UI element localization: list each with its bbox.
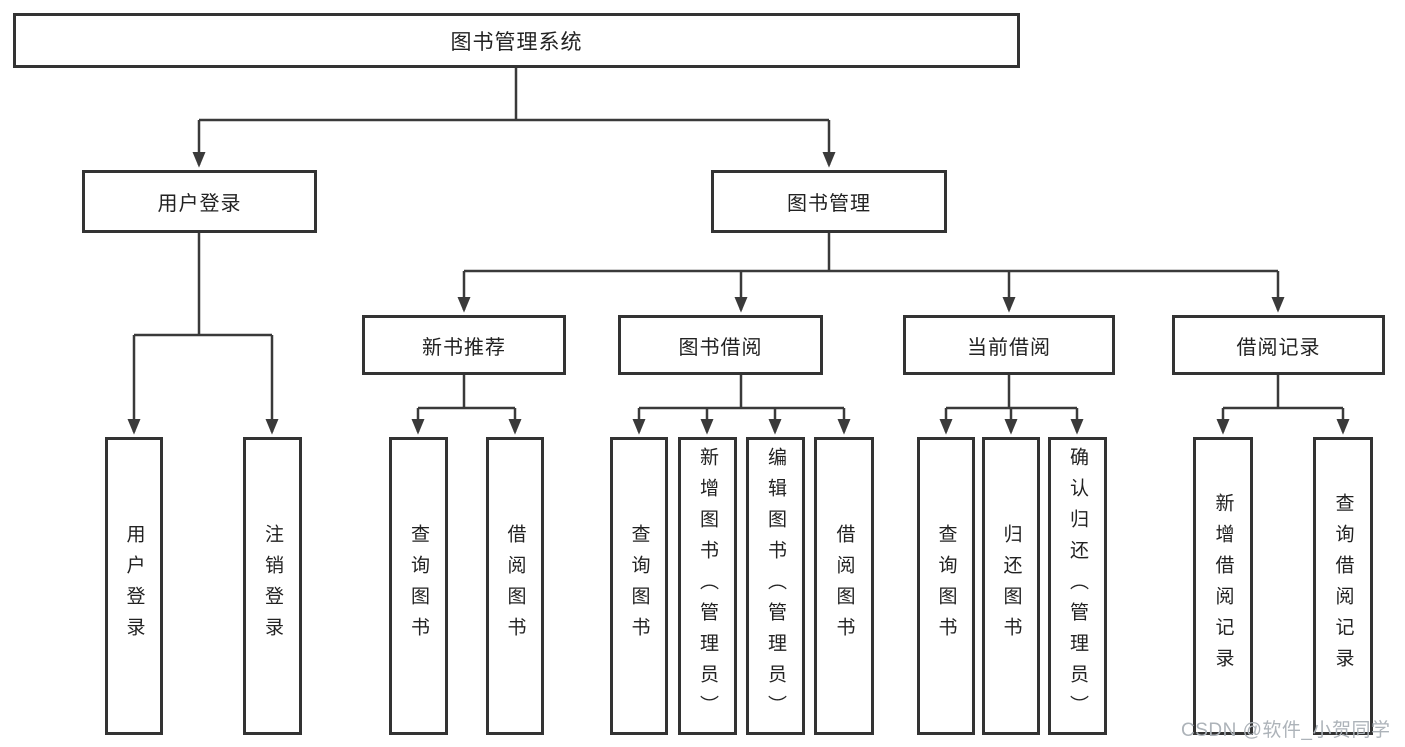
leaf-cb-return-books: 归还图书 bbox=[982, 437, 1040, 735]
leaf-bb-borrow-books-label: 借阅图书 bbox=[833, 524, 855, 648]
leaf-br-add-record-label: 新增借阅记录 bbox=[1212, 493, 1234, 679]
leaf-user-login-label: 用户登录 bbox=[123, 524, 145, 648]
edge-record-split bbox=[1223, 375, 1343, 410]
node-borrow-record-label: 借阅记录 bbox=[1236, 336, 1321, 359]
leaf-nb-query-books-label: 查询图书 bbox=[408, 524, 429, 648]
node-user-login-label: 用户登录 bbox=[157, 193, 242, 215]
node-book-management: 图书管理 bbox=[711, 170, 947, 233]
leaf-br-query-record: 查询借阅记录 bbox=[1313, 437, 1373, 735]
edge-user-login-split bbox=[134, 233, 272, 337]
node-book-borrow-label: 图书借阅 bbox=[678, 336, 763, 359]
node-borrow-record: 借阅记录 bbox=[1172, 315, 1385, 375]
leaf-bb-add-books-admin: 新增图书（管理员） bbox=[678, 437, 737, 735]
node-book-management-label: 图书管理 bbox=[787, 193, 871, 215]
leaf-cb-query-books-label: 查询图书 bbox=[935, 524, 957, 648]
leaf-bb-borrow-books: 借阅图书 bbox=[814, 437, 874, 735]
node-new-book-recommend: 新书推荐 bbox=[362, 315, 566, 375]
leaf-br-add-record: 新增借阅记录 bbox=[1193, 437, 1253, 735]
edge-book-mgmt-split bbox=[464, 233, 1278, 273]
leaf-nb-query-books: 查询图书 bbox=[389, 437, 448, 735]
leaf-nb-borrow-books-label: 借阅图书 bbox=[504, 524, 526, 648]
node-current-borrow: 当前借阅 bbox=[903, 315, 1115, 375]
node-current-borrow-label: 当前借阅 bbox=[967, 336, 1051, 359]
leaf-bb-query-books: 查询图书 bbox=[610, 437, 668, 735]
leaf-bb-edit-books-admin-label: 编辑图书（管理员） bbox=[765, 446, 786, 726]
leaf-cb-return-books-label: 归还图书 bbox=[1000, 524, 1022, 648]
edge-new-book-split bbox=[418, 375, 515, 410]
leaf-cb-query-books: 查询图书 bbox=[917, 437, 975, 735]
leaf-cb-confirm-return-admin-label: 确认归还（管理员） bbox=[1067, 446, 1088, 726]
node-root-label: 图书管理系统 bbox=[450, 30, 583, 54]
leaf-bb-query-books-label: 查询图书 bbox=[628, 524, 650, 648]
leaf-br-query-record-label: 查询借阅记录 bbox=[1332, 493, 1354, 679]
node-book-borrow: 图书借阅 bbox=[618, 315, 823, 375]
leaf-logout: 注销登录 bbox=[243, 437, 302, 735]
node-root: 图书管理系统 bbox=[13, 13, 1020, 68]
node-user-login: 用户登录 bbox=[82, 170, 317, 233]
leaf-user-login: 用户登录 bbox=[105, 437, 163, 735]
leaf-nb-borrow-books: 借阅图书 bbox=[486, 437, 544, 735]
node-new-book-recommend-label: 新书推荐 bbox=[422, 336, 506, 359]
leaf-logout-label: 注销登录 bbox=[262, 524, 283, 648]
edge-borrow-split bbox=[639, 375, 844, 410]
leaf-bb-edit-books-admin: 编辑图书（管理员） bbox=[746, 437, 805, 735]
leaf-bb-add-books-admin-label: 新增图书（管理员） bbox=[697, 446, 718, 726]
watermark-text: CSDN @软件_小贺同学 bbox=[1181, 720, 1391, 741]
edge-current-split bbox=[946, 375, 1077, 410]
edge-root-split bbox=[199, 68, 829, 122]
leaf-cb-confirm-return-admin: 确认归还（管理员） bbox=[1048, 437, 1107, 735]
